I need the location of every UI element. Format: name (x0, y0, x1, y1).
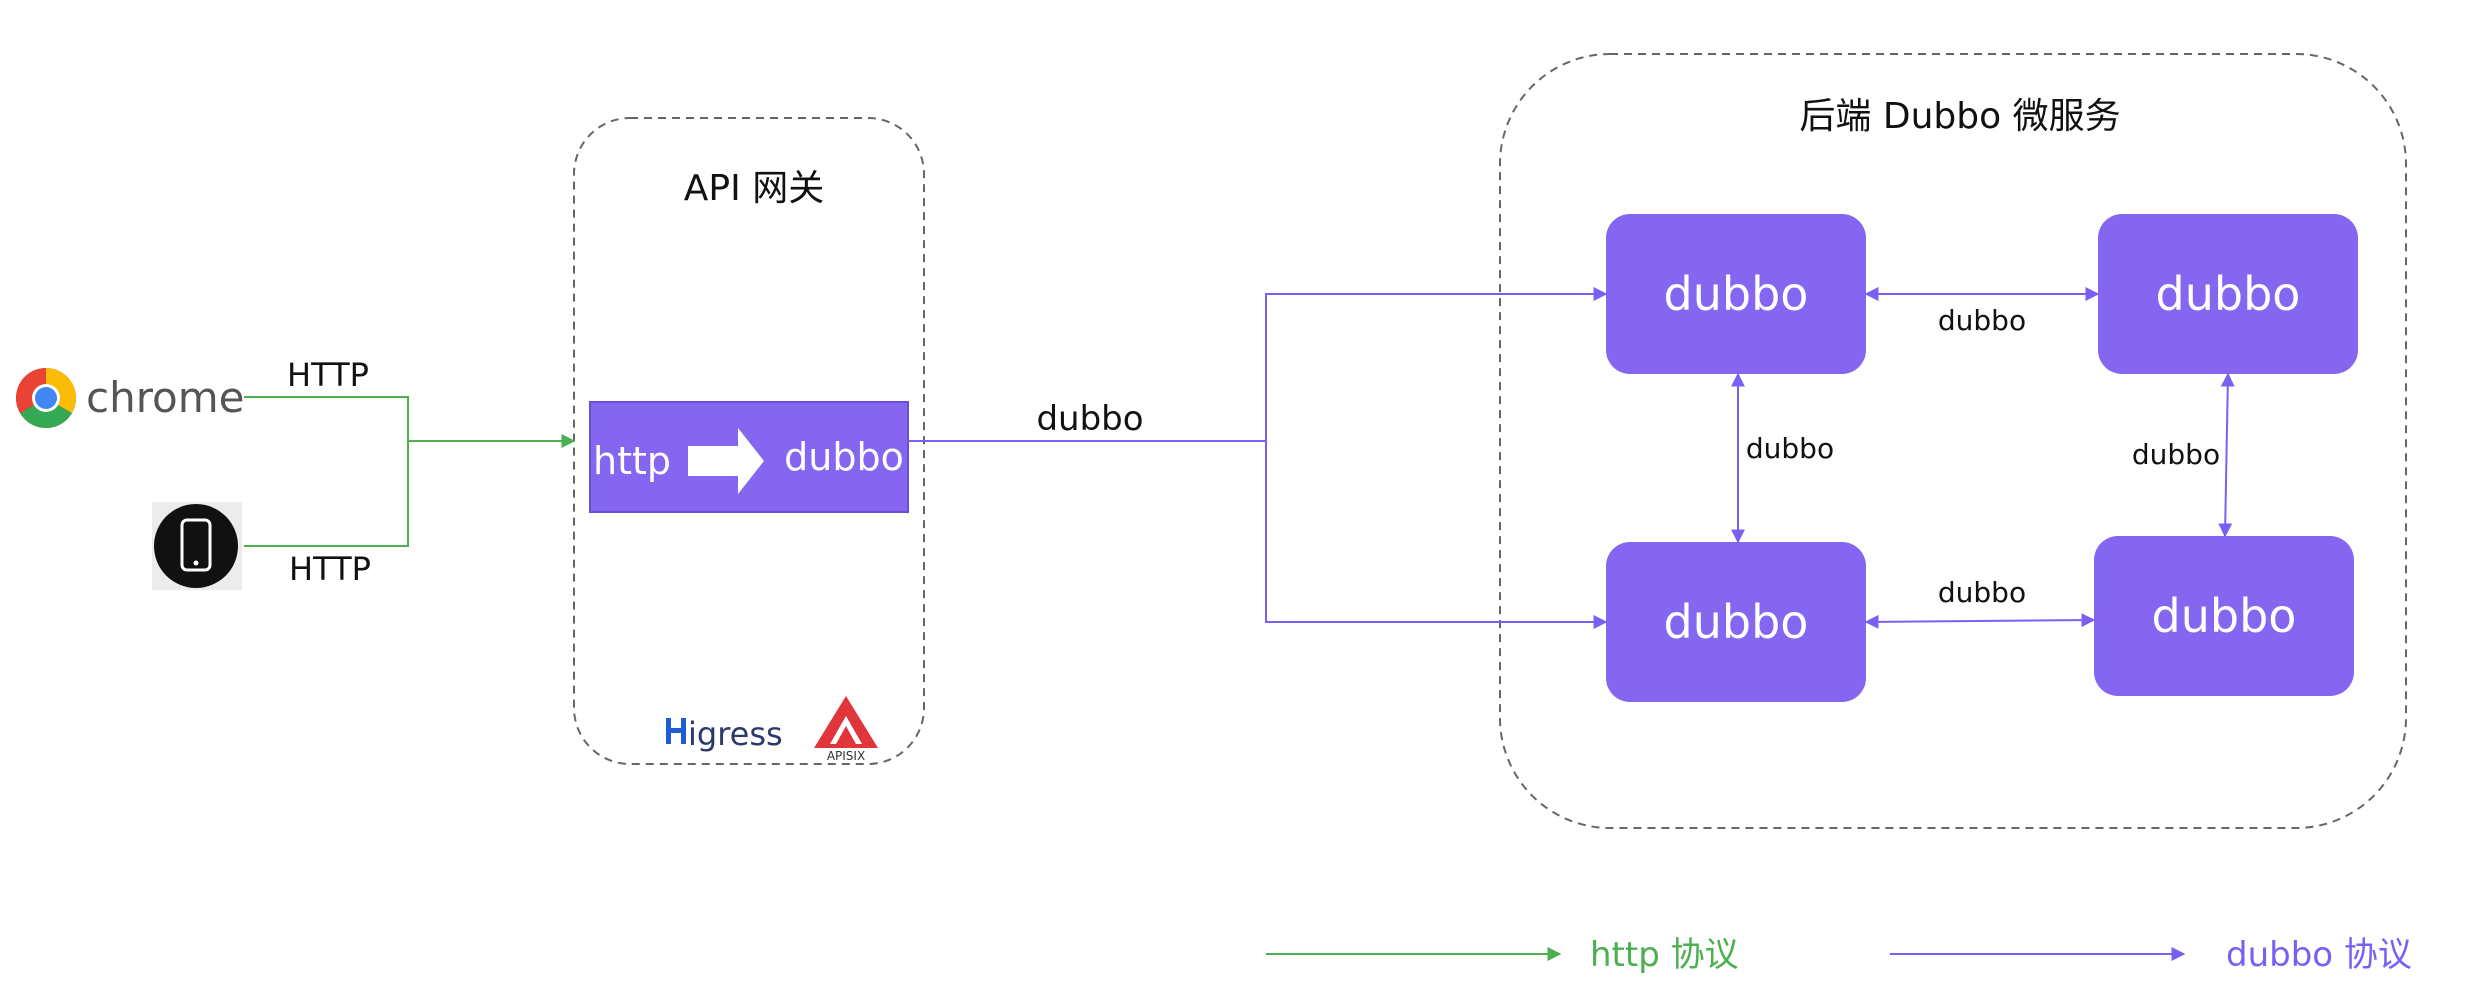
browser-edge-label: HTTP (287, 356, 369, 394)
backend-node-label-3: dubbo (2152, 589, 2297, 643)
http-edge-mobile (244, 441, 409, 547)
backend-node-label-2: dubbo (1664, 595, 1809, 649)
backend-node-2 (1606, 542, 1866, 702)
backend-node-label-0: dubbo (1664, 267, 1809, 321)
dubbo-edges-mesh (1731, 287, 2235, 629)
mobile-edge-label: HTTP (289, 550, 371, 588)
backend-nodes: dubbo dubbo dubbo dubbo (1606, 214, 2358, 702)
arrow-right-icon (688, 428, 764, 494)
http-edges (244, 396, 576, 547)
legend-dubbo-label: dubbo 协议 (2226, 935, 2412, 975)
browser-label: chrome (86, 373, 245, 422)
edge-label-top: dubbo (1938, 304, 2026, 337)
gateway-to-backend-label: dubbo (1036, 399, 1143, 439)
backend-title: 后端 Dubbo 微服务 (1799, 96, 2120, 137)
higress-logo: igress (666, 715, 783, 753)
edge-label-bottom: dubbo (1938, 576, 2026, 609)
converter-to-label: dubbo (784, 435, 904, 479)
backend-node-label-1: dubbo (2156, 267, 2301, 321)
edge-label-right: dubbo (2132, 438, 2220, 471)
legend: http 协议 dubbo 协议 (1266, 935, 2412, 975)
backend-node-0 (1606, 214, 1866, 374)
apisix-logo-text: APISIX (827, 749, 865, 763)
backend-container (1499, 53, 2407, 829)
backend-node-1 (2098, 214, 2358, 374)
protocol-converter-box (589, 401, 909, 513)
http-edge-browser (244, 396, 409, 441)
chrome-icon (15, 368, 77, 429)
edge-label-left: dubbo (1746, 432, 1834, 465)
gateway-title: API 网关 (684, 168, 824, 209)
legend-http-label: http 协议 (1590, 935, 1739, 975)
backend-node-3 (2094, 536, 2354, 696)
higress-logo-text: igress (688, 715, 783, 753)
apisix-logo: APISIX (814, 696, 878, 763)
smartphone-icon (152, 502, 242, 590)
edge-to-node-top (1265, 287, 1608, 441)
edge-right-vertical (2218, 372, 2235, 538)
edge-bottom-horizontal (1864, 613, 2096, 629)
converter-from-label: http (593, 439, 671, 483)
dubbo-edges-gateway (908, 287, 1608, 629)
edge-to-node-bottom (1265, 441, 1608, 629)
